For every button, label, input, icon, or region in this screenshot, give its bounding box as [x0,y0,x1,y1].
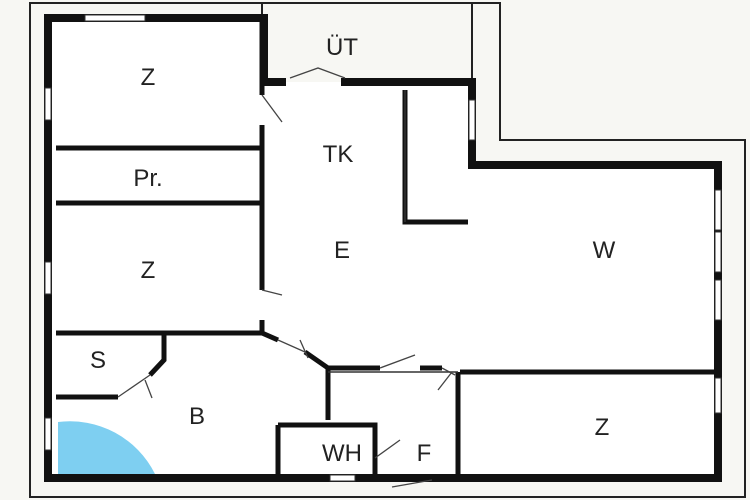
terrace-outline [261,3,473,80]
thin-walls [328,90,458,373]
room-label-ut: ÜT [326,34,358,61]
room-label-z3: Z [595,414,610,441]
interior-walls [56,18,718,478]
apartment-floor [48,18,718,478]
room-label-tk: TK [323,141,354,168]
room-label-z1: Z [141,64,156,91]
room-label-wh: WH [322,440,362,467]
room-label-b: B [189,403,205,430]
room-label-z2: Z [141,257,156,284]
door-swings [117,67,456,488]
room-label-w: W [593,237,616,264]
windows [44,14,722,482]
plot-outline [29,2,746,498]
room-label-s: S [90,347,106,374]
room-label-f: F [417,440,432,467]
room-label-pr: Pr. [133,165,162,192]
room-label-e: E [334,237,350,264]
shower-tray [58,421,155,474]
